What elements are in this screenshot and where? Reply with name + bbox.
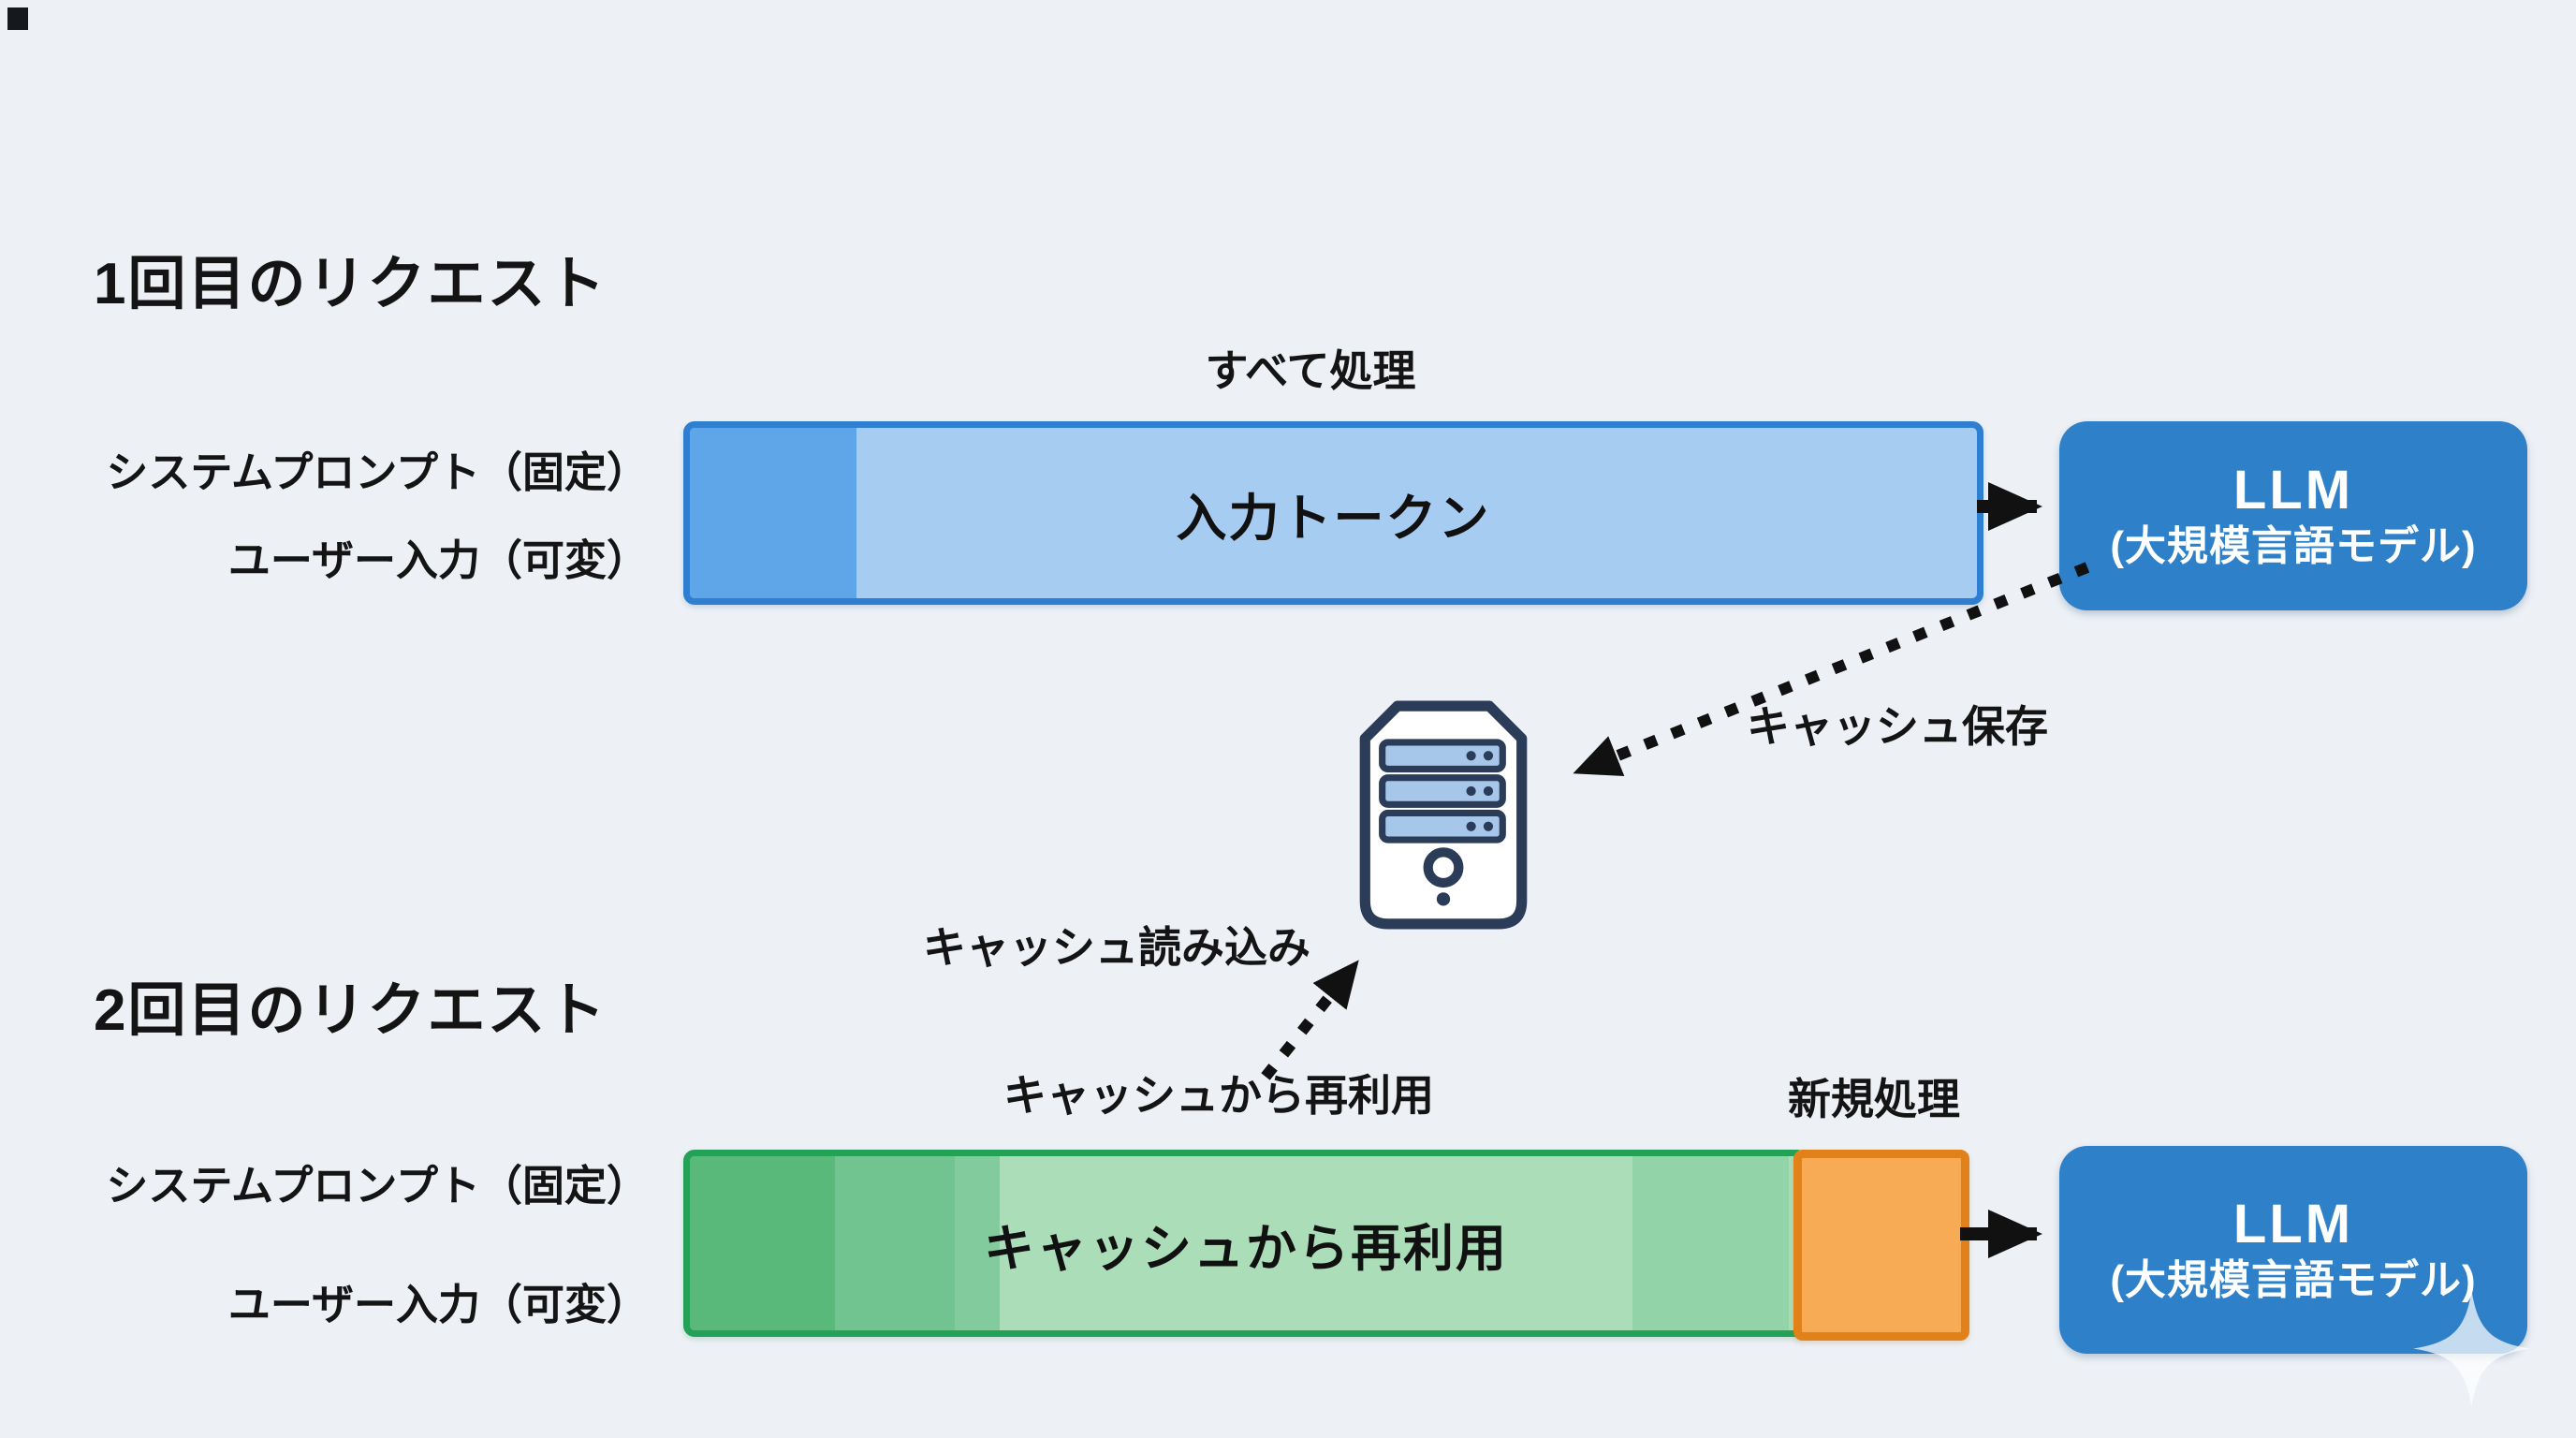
cached-bar-segment-2 [835,1156,955,1330]
section2-title: 2回目のリクエスト [94,978,607,1043]
cache-load-label: キャッシュ読み込み [923,923,1310,972]
cached-token-bar: キャッシュから再利用 [683,1150,1808,1337]
llm-box-2-title: LLM [2232,1194,2354,1255]
section1-system-prompt-label: システムプロンプト（固定） [106,448,649,496]
llm-box-1-subtitle: (大規模言語モデル) [2110,522,2477,569]
cached-bar-segment-4 [1000,1156,1632,1330]
cached-bar-segment-1 [690,1156,835,1330]
llm-box-2: LLM (大規模言語モデル) [2059,1146,2527,1354]
cache-reuse-annotation: キャッシュから再利用 [1003,1071,1434,1120]
cache-save-label: キャッシュ保存 [1747,702,2048,751]
cache-server-icon [1359,700,1528,930]
process-all-annotation: すべて処理 [1205,346,1416,395]
llm-box-1-title: LLM [2232,460,2354,521]
cached-token-bar-label: キャッシュから再利用 [984,1220,1508,1277]
llm-box-2-subtitle: (大規模言語モデル) [2110,1256,2477,1303]
cached-bar-segment-5 [1632,1156,1789,1330]
section2-system-prompt-label: システムプロンプト（固定） [106,1162,649,1210]
section1-title: 1回目のリクエスト [94,252,607,316]
cache-load-arrow-icon [1261,960,1360,1080]
input-token-bar-fixed-segment [690,428,856,598]
cached-bar-segment-3 [955,1156,1000,1330]
input-token-bar-label: 入力トークン [1176,490,1491,547]
input-token-bar: 入力トークン [683,421,1983,605]
llm-box-1: LLM (大規模言語モデル) [2059,421,2527,610]
corner-artifact-mark [7,7,28,30]
sparkle-icon [2413,1290,2530,1407]
section2-user-input-label: ユーザー入力（可変） [227,1281,649,1328]
new-process-annotation: 新規処理 [1788,1075,1960,1123]
new-tokens-segment [1793,1150,1969,1341]
section1-user-input-label: ユーザー入力（可変） [227,536,649,584]
